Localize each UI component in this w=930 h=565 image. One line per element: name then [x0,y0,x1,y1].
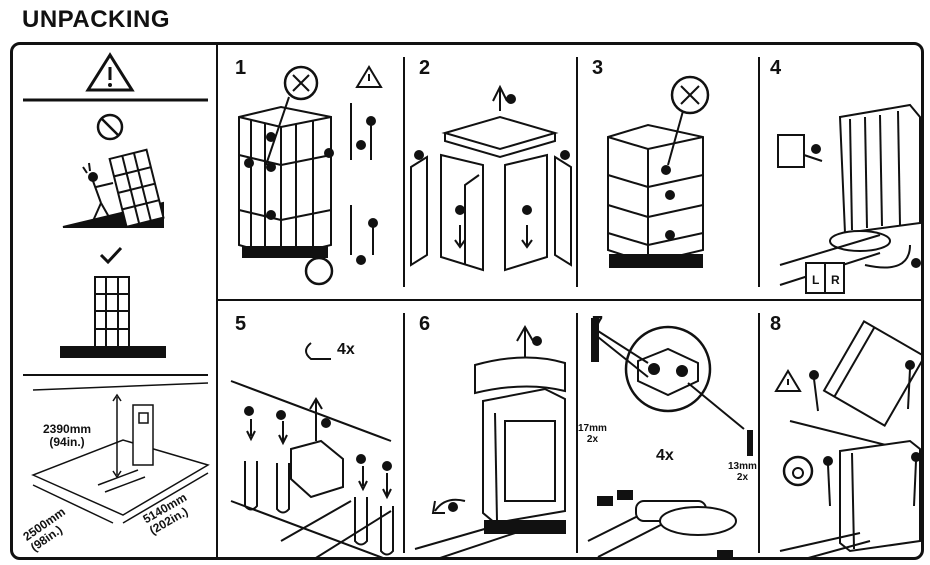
requirements-illustration [13,45,218,560]
instruction-frame: 2390mm (94in.) 2500mm (98in.) 5140mm (20… [10,42,924,560]
step-1-panel: 1 [221,45,403,299]
screw-count-label: 4x [656,449,674,462]
height-label: 2390mm (94in.) [43,423,91,449]
step-8-illustration [760,301,924,560]
step-4-panel: 4 L R [760,45,924,299]
left-tag-label: L [812,274,819,287]
step-8-panel: 8 [760,301,924,560]
prohibited-icon [98,115,122,139]
right-tag-label: R [831,274,840,287]
step-6-panel: 6 [405,301,575,560]
step-6-illustration [405,301,575,560]
step-2-illustration [405,45,575,299]
step-3-illustration [578,45,758,299]
upright-cabinet [61,277,165,357]
wrench-13mm-label: 13mm 2x [728,461,757,483]
clip-count-label: 4x [337,343,355,356]
tipping-cabinet-warning [63,150,163,227]
step-5-illustration [221,301,403,560]
step-4-illustration [760,45,924,299]
step-3-panel: 3 [578,45,758,299]
step-1-illustration [221,45,403,299]
step-7-panel: 7 17mm 2x 13mm 2x 4x [578,301,758,560]
step-5-panel: 5 [221,301,403,560]
checkmark-icon [101,248,121,262]
wrench-17mm-label: 17mm 2x [578,423,607,445]
requirements-column: 2390mm (94in.) 2500mm (98in.) 5140mm (20… [13,45,218,557]
warning-icon [88,55,132,90]
step-2-panel: 2 [405,45,575,299]
page-title: UNPACKING [22,6,170,34]
